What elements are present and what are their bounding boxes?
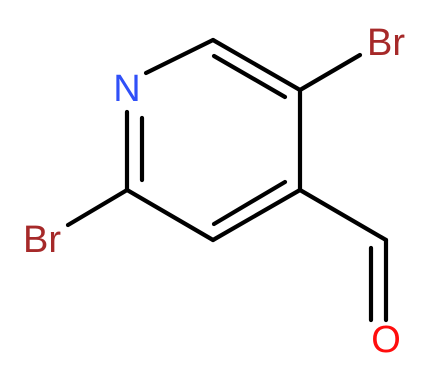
atom-nitrogen-label: N	[113, 68, 140, 110]
bonds	[65, 37, 389, 323]
bond-n1-c6	[143, 37, 216, 76]
bond-c6-c5	[210, 37, 303, 93]
atom-labels: N Br Br O	[23, 22, 405, 361]
bond-c2-br	[65, 187, 130, 228]
bond-c6-c5-double	[211, 53, 288, 100]
atom-oxygen-label: O	[371, 319, 401, 361]
bond-c4-cho	[297, 187, 389, 243]
bond-c4-c3	[210, 187, 303, 243]
bond-c5-br	[297, 52, 363, 93]
bond-c4-c3-double	[211, 179, 288, 227]
atom-bromine-5-label: Br	[367, 22, 405, 64]
bond-c3-c2	[124, 187, 216, 243]
atom-bromine-2-label: Br	[23, 219, 61, 261]
